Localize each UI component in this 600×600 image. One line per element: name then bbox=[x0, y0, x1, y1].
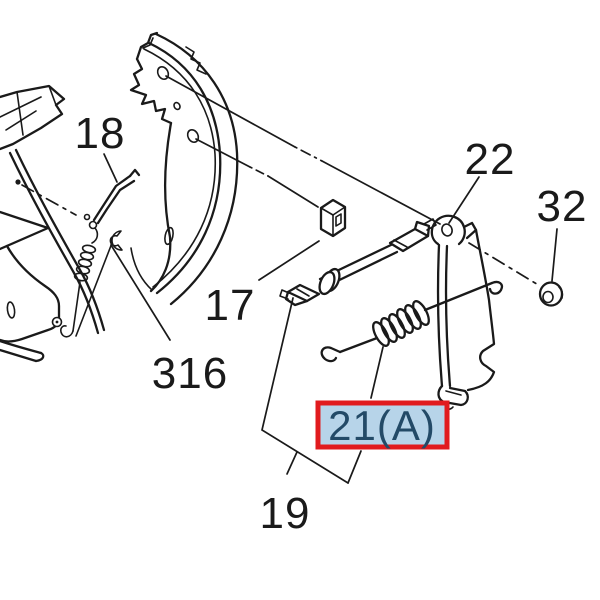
shoe-hole-top bbox=[156, 65, 170, 81]
retainer-clip-17 bbox=[319, 198, 347, 238]
grommet-32 bbox=[538, 281, 564, 307]
part-label-21a[interactable]: 21(A) bbox=[328, 402, 436, 449]
coil-spring-21 bbox=[320, 280, 503, 363]
leader-18 bbox=[103, 153, 118, 183]
part-label-18[interactable]: 18 bbox=[75, 109, 126, 158]
lever-pivot-eye bbox=[441, 223, 453, 237]
adjuster-assembly bbox=[279, 218, 437, 307]
lever-eye bbox=[88, 220, 98, 230]
part-label-32[interactable]: 32 bbox=[537, 182, 588, 231]
leader-19 bbox=[261, 297, 349, 484]
shoe-slot bbox=[164, 226, 174, 246]
extension-spring bbox=[60, 227, 99, 338]
slot-hole bbox=[6, 301, 16, 319]
highlight-box[interactable] bbox=[315, 400, 450, 450]
shoe-hole-bottom bbox=[186, 128, 200, 144]
brake-shoe bbox=[129, 31, 239, 306]
left-brake-assembly bbox=[0, 84, 113, 363]
highlighted-callout-21a[interactable]: 21(A) bbox=[315, 400, 450, 450]
leader-22 bbox=[448, 176, 480, 224]
leader-32 bbox=[551, 228, 558, 282]
anchor-dot bbox=[15, 179, 21, 185]
leader-lines bbox=[103, 75, 558, 484]
parking-lever-22 bbox=[430, 214, 496, 410]
leader-316 bbox=[110, 244, 171, 341]
leader-21a bbox=[370, 346, 384, 399]
leader-17 bbox=[258, 240, 320, 281]
part-label-22[interactable]: 22 bbox=[465, 135, 516, 184]
c-clip-316 bbox=[109, 230, 123, 251]
adjuster-lever-18 bbox=[83, 168, 141, 230]
part-label-17[interactable]: 17 bbox=[205, 281, 256, 330]
part-label-316[interactable]: 316 bbox=[152, 349, 228, 398]
part-label-19[interactable]: 19 bbox=[260, 489, 311, 538]
